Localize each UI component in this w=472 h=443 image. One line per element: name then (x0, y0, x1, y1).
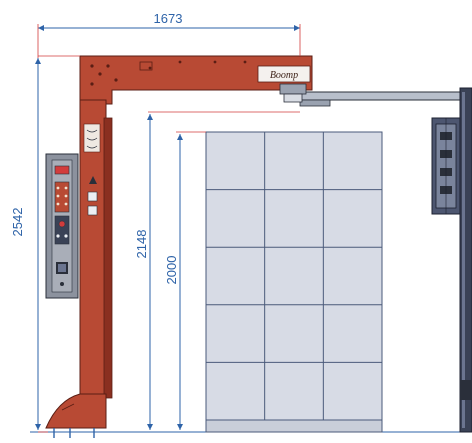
dimension-arm-height: 2148 (134, 111, 300, 430)
dimension-width-label: 1673 (154, 11, 183, 26)
dimension-width: 1673 (37, 11, 301, 60)
base-foot (45, 393, 107, 429)
brand-plate (257, 65, 311, 83)
swivel-joint (279, 83, 307, 103)
rotating-arm (299, 87, 472, 433)
panel-display (54, 165, 70, 175)
pallet-load (205, 131, 383, 433)
emergency-stop-icon (58, 220, 66, 228)
brand-label: Boomp (270, 70, 298, 81)
indicator-square-1 (87, 191, 98, 202)
pallet-base (205, 419, 383, 433)
dimension-arm-height-label: 2148 (134, 230, 149, 259)
main-frame: Boomp (45, 55, 313, 438)
dimension-load-height-label: 2000 (164, 256, 179, 285)
load-grid-lines (206, 132, 382, 420)
film-carriage (431, 117, 461, 215)
control-panel (45, 153, 79, 299)
indicator-square-2 (87, 205, 98, 216)
dimension-overall-height-label: 2542 (10, 208, 25, 237)
dimension-load-height: 2000 (164, 131, 206, 430)
warning-triangle-icon (89, 176, 97, 184)
dimension-overall-height: 2542 (10, 55, 80, 433)
